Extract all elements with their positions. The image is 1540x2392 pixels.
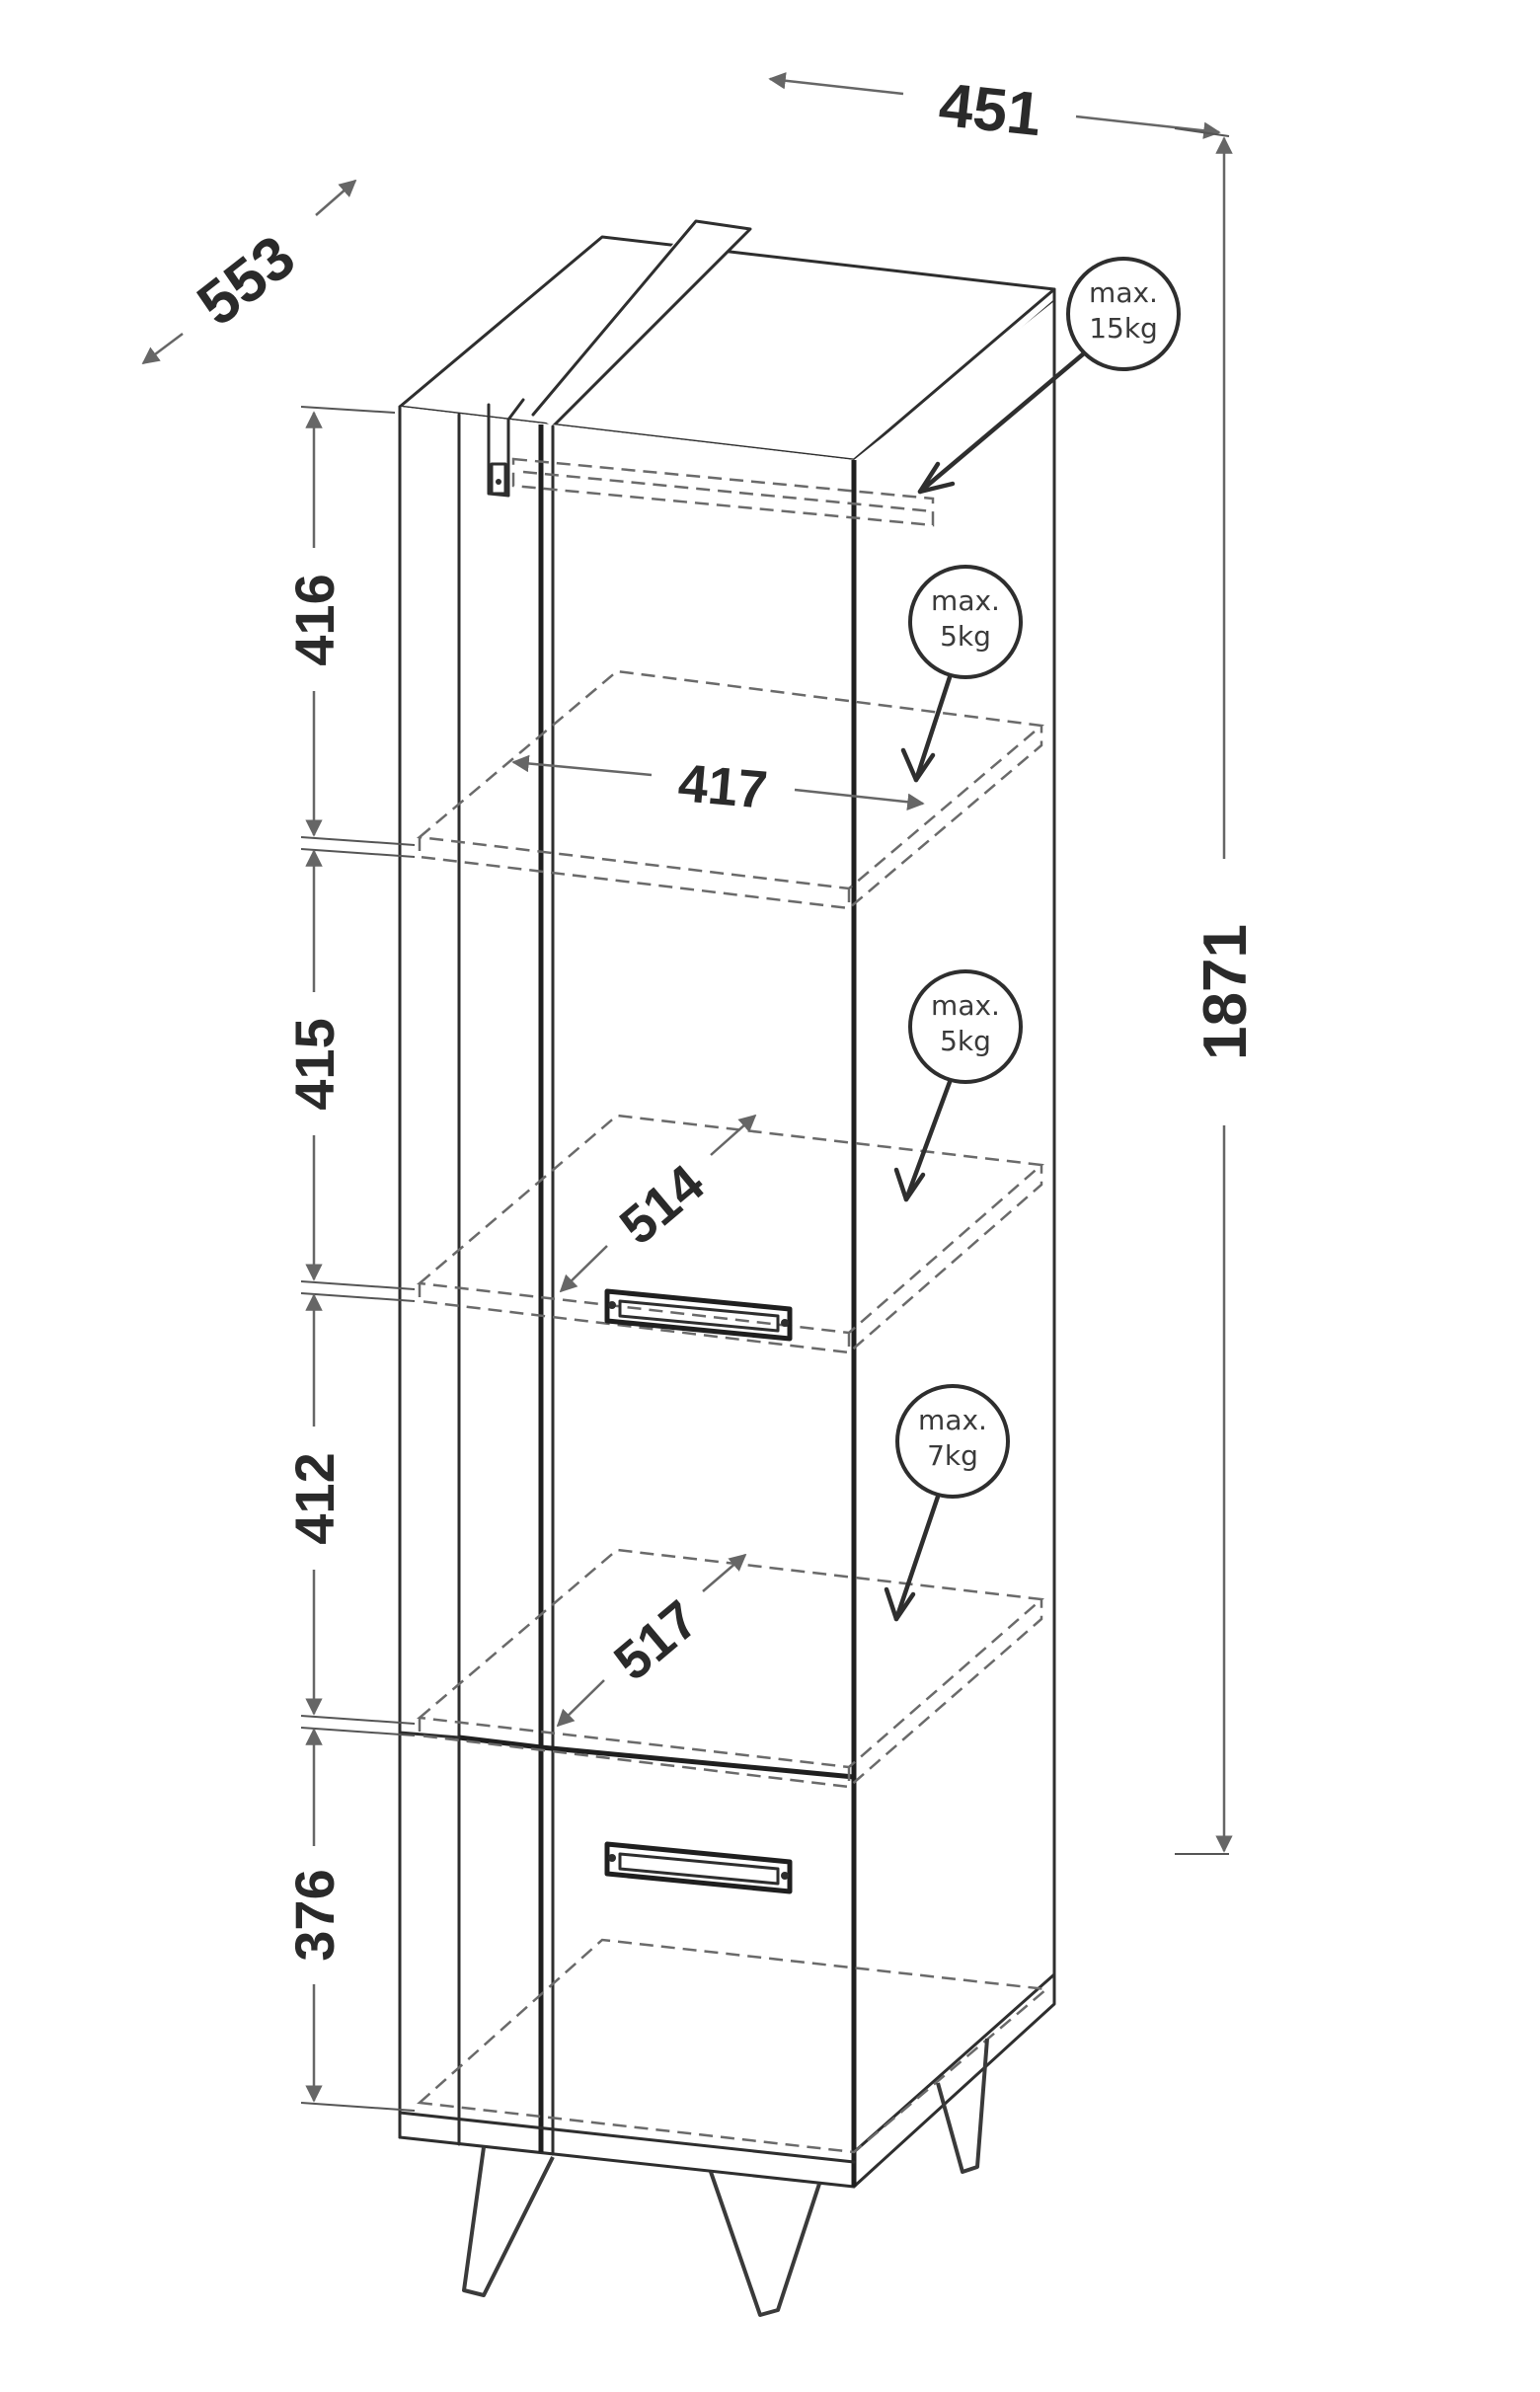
load-shelf-3-label: max. [918,1404,987,1436]
load-top-label: max. [1089,276,1158,309]
dim-compartments: 416 415 412 376 [283,406,416,2112]
dim-depth: 553 [141,179,357,365]
dim-compartment-4-label: 376 [283,1869,346,1961]
load-callout-shelf-3: max. 7kg [884,1384,1010,1622]
load-shelf-3-arrow [893,1494,941,1622]
load-callout-top: max. 15kg [917,257,1181,495]
load-shelf-2-value: 5kg [940,1025,991,1057]
drawer-handle[interactable] [604,1841,793,1894]
dim-shelf-width-label: 417 [676,753,770,820]
hanger-rail [511,457,935,527]
dim-compartment-1-label: 416 [283,574,346,665]
load-shelf-1-arrow [913,674,953,783]
leg-front-left [462,2146,555,2297]
leg-back-right [936,2038,989,2174]
dim-shelf-width: 417 [511,753,925,820]
dim-height: 1871 [1174,127,1260,1855]
dim-depth-label: 553 [186,223,308,340]
legs [462,2038,989,2317]
door-handle[interactable] [604,1288,793,1342]
cabinet-side-panel [854,301,1054,2187]
load-callout-shelf-1: max. 5kg [900,565,1023,783]
door-drawer-split [458,1735,855,1780]
load-shelf-1-value: 5kg [940,620,991,653]
shelf-2 [416,1114,1044,1354]
load-top-value: 15kg [1089,312,1158,345]
load-shelf-1-label: max. [931,584,1000,617]
hook [487,398,525,498]
load-shelf-2-label: max. [931,989,1000,1022]
load-callout-shelf-2: max. 5kg [893,969,1023,1202]
dim-width: 451 [768,71,1221,149]
cabinet-body [398,219,1056,2189]
dim-compartment-3-label: 412 [283,1452,346,1544]
shelf-1 [416,669,1044,910]
load-shelf-2-arrow [903,1079,953,1202]
dim-width-label: 451 [936,71,1044,149]
bottom-panel [417,1938,1050,2154]
dim-height-label: 1871 [1192,924,1260,1060]
leg-front-right [709,2171,821,2317]
load-top-arrow [917,350,1087,495]
shelf-3 [416,1548,1044,1789]
dim-compartment-2-label: 415 [283,1018,346,1110]
load-shelf-3-value: 7kg [927,1439,978,1472]
